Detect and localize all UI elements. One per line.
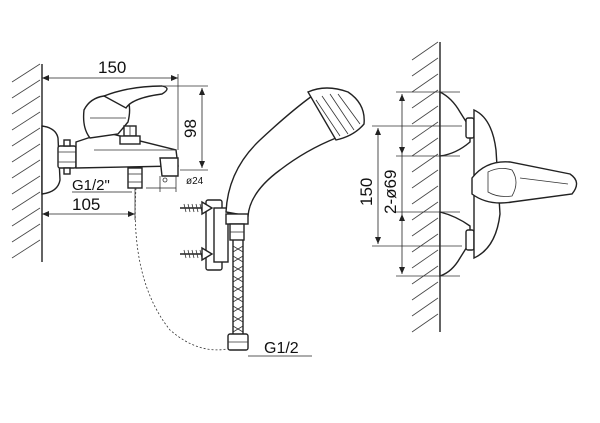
dim-label-phi24: ø24 bbox=[186, 176, 204, 187]
screw-top bbox=[180, 200, 214, 216]
dim-label-105: 105 bbox=[72, 195, 100, 214]
right-wall bbox=[411, 41, 441, 333]
hand-shower bbox=[225, 87, 365, 241]
dim-label-98: 98 bbox=[181, 119, 200, 138]
dim-label-g12-hose: G1/2 bbox=[264, 340, 299, 357]
dim-label-g12-quote: G1/2" bbox=[72, 177, 110, 194]
braided-hose bbox=[227, 240, 249, 351]
dimension-2-phi69: 2-ø69 bbox=[381, 91, 460, 277]
mixer-front-view bbox=[439, 90, 578, 277]
dim-label-150-side: 150 bbox=[357, 178, 376, 206]
screw-bottom bbox=[180, 246, 214, 262]
dimension-150-width: 150 bbox=[42, 58, 179, 150]
dimension-98-height: 98 bbox=[160, 85, 208, 171]
dimension-g12-outlet: G1/2" ø24 bbox=[72, 176, 204, 194]
dim-label-150: 150 bbox=[98, 58, 126, 77]
hose-dashed bbox=[134, 187, 233, 351]
left-wall bbox=[11, 63, 43, 262]
dimension-105-depth: 105 bbox=[42, 188, 136, 220]
dimension-150-side: 150 bbox=[357, 125, 462, 247]
dimension-g12-hose: G1/2 bbox=[248, 340, 312, 357]
right-wall-hatch bbox=[411, 41, 439, 333]
dim-label-2-phi69: 2-ø69 bbox=[381, 170, 400, 214]
left-wall-hatch bbox=[11, 63, 41, 259]
mixer-side-view bbox=[41, 85, 179, 195]
wall-bracket bbox=[180, 199, 229, 271]
